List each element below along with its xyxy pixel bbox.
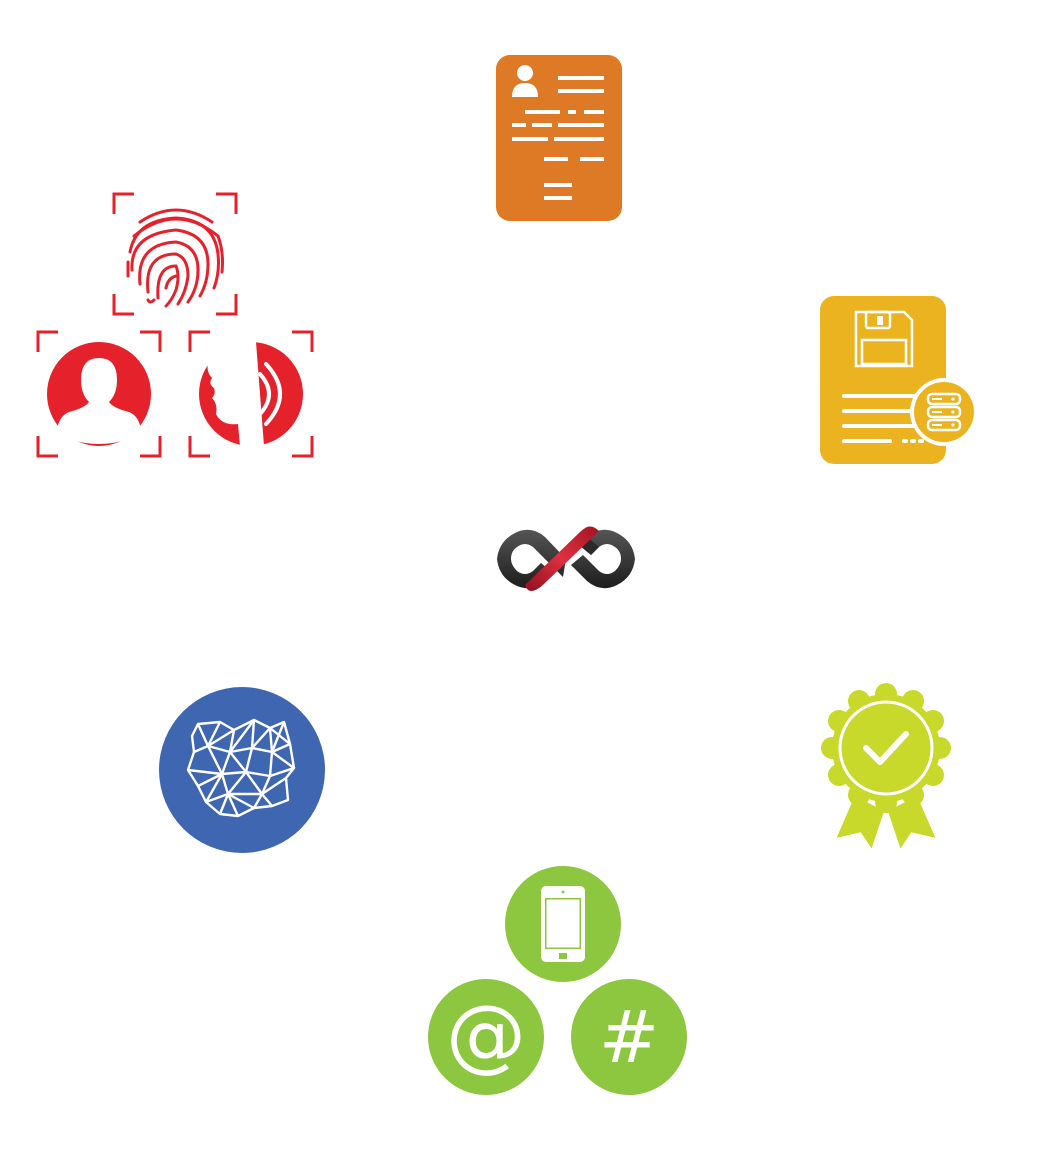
hash-symbol: # [599, 995, 659, 1079]
profile-document-icon [496, 55, 622, 221]
network-map-icon [158, 686, 326, 854]
data-storage-document-icon [820, 296, 978, 464]
at-symbol: @ [446, 988, 526, 1081]
biometric-identity-icon [36, 192, 316, 458]
infinity-icon [495, 523, 637, 595]
contact-channels-icon: @ # [428, 865, 688, 1097]
certified-badge-icon [820, 683, 952, 856]
phone-icon [541, 886, 585, 962]
